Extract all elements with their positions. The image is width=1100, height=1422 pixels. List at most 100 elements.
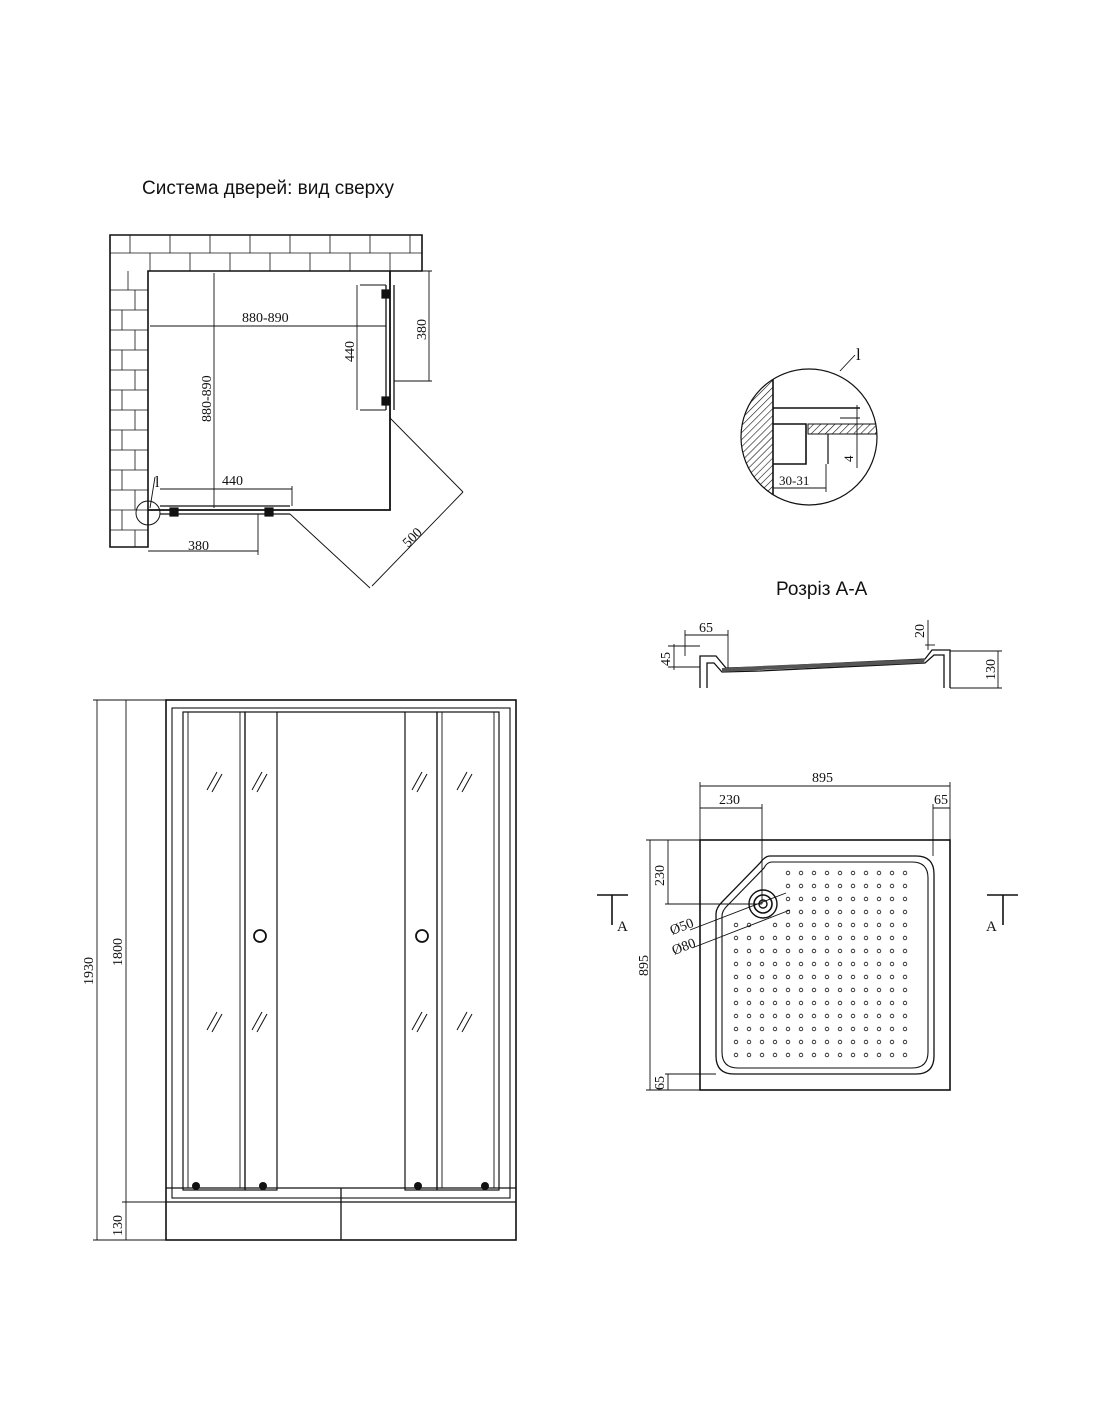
anti-slip-dot — [876, 935, 882, 941]
front-door-height: 1800 — [111, 938, 126, 966]
anti-slip-dot — [798, 1026, 804, 1032]
anti-slip-dot — [733, 1026, 739, 1032]
anti-slip-dot — [785, 870, 791, 876]
anti-slip-dot — [850, 1052, 856, 1058]
tray-corner-y: 230 — [653, 865, 668, 886]
anti-slip-dot — [811, 1026, 817, 1032]
anti-slip-dot — [889, 1039, 895, 1045]
anti-slip-dot — [811, 1013, 817, 1019]
anti-slip-dot — [772, 1052, 778, 1058]
anti-slip-dot — [824, 1039, 830, 1045]
anti-slip-dot — [785, 1039, 791, 1045]
anti-slip-dot — [837, 870, 843, 876]
anti-slip-dot — [759, 935, 765, 941]
anti-slip-dot — [863, 1026, 869, 1032]
anti-slip-dot — [811, 948, 817, 954]
anti-slip-dot — [902, 1013, 908, 1019]
anti-slip-dot — [759, 1052, 765, 1058]
anti-slip-dot — [772, 987, 778, 993]
anti-slip-dot — [759, 974, 765, 980]
dim-diagonal: 500 — [400, 525, 425, 550]
tray-width: 895 — [812, 771, 833, 786]
anti-slip-dot — [759, 1013, 765, 1019]
dim-door-side-440: 440 — [343, 341, 358, 362]
anti-slip-dot — [824, 961, 830, 967]
anti-slip-dot — [863, 883, 869, 889]
anti-slip-dot — [798, 1052, 804, 1058]
anti-slip-dot — [785, 987, 791, 993]
anti-slip-dot — [824, 870, 830, 876]
anti-slip-dot — [785, 1000, 791, 1006]
anti-slip-dots — [733, 870, 908, 1058]
drain-outer-dim: Ø80 — [670, 936, 698, 959]
tray-dimensions — [646, 782, 951, 1091]
anti-slip-dot — [850, 896, 856, 902]
door-roller — [264, 507, 274, 517]
anti-slip-dot — [811, 935, 817, 941]
dim-width: 880-890 — [242, 311, 289, 326]
anti-slip-dot — [889, 961, 895, 967]
tray-rim-right: 65 — [934, 793, 948, 808]
anti-slip-dot — [798, 987, 804, 993]
dimension-lines — [148, 270, 464, 589]
anti-slip-dot — [850, 935, 856, 941]
anti-slip-dot — [746, 1052, 752, 1058]
anti-slip-dot — [746, 1039, 752, 1045]
anti-slip-dot — [863, 922, 869, 928]
tray-bowl-outer — [715, 855, 935, 1075]
anti-slip-dot — [811, 1000, 817, 1006]
anti-slip-dot — [863, 948, 869, 954]
left-fixed-glass — [187, 711, 241, 1189]
anti-slip-dot — [798, 974, 804, 980]
anti-slip-dot — [733, 922, 739, 928]
bottom-rollers — [192, 1182, 489, 1190]
anti-slip-dot — [824, 1000, 830, 1006]
glass-section — [807, 423, 877, 435]
door-handle — [415, 929, 429, 943]
anti-slip-dot — [876, 1013, 882, 1019]
anti-slip-dot — [811, 870, 817, 876]
front-tray-height: 130 — [111, 1215, 126, 1236]
anti-slip-dot — [746, 974, 752, 980]
anti-slip-dot — [863, 1052, 869, 1058]
anti-slip-dot — [759, 961, 765, 967]
anti-slip-dot — [746, 935, 752, 941]
anti-slip-dot — [876, 961, 882, 967]
right-fixed-glass — [441, 711, 495, 1189]
anti-slip-dot — [837, 896, 843, 902]
anti-slip-dot — [850, 883, 856, 889]
anti-slip-dot — [733, 948, 739, 954]
anti-slip-dot — [902, 987, 908, 993]
anti-slip-dot — [824, 1026, 830, 1032]
anti-slip-dot — [902, 1052, 908, 1058]
anti-slip-dot — [798, 922, 804, 928]
anti-slip-dot — [837, 935, 843, 941]
section-dimensions — [668, 620, 1002, 689]
detail-mark: l — [856, 345, 861, 364]
anti-slip-dot — [837, 948, 843, 954]
anti-slip-dot — [876, 1039, 882, 1045]
anti-slip-dot — [785, 909, 791, 915]
brick-pattern — [110, 235, 422, 547]
anti-slip-dot — [837, 974, 843, 980]
anti-slip-dot — [785, 1026, 791, 1032]
anti-slip-dot — [837, 922, 843, 928]
detail-circle — [135, 500, 161, 526]
anti-slip-dot — [824, 909, 830, 915]
anti-slip-dot — [824, 1052, 830, 1058]
anti-slip-dot — [902, 1026, 908, 1032]
anti-slip-dot — [733, 1000, 739, 1006]
anti-slip-dot — [902, 1000, 908, 1006]
anti-slip-dot — [733, 1052, 739, 1058]
anti-slip-dot — [811, 922, 817, 928]
anti-slip-dot — [863, 1039, 869, 1045]
anti-slip-dot — [876, 974, 882, 980]
anti-slip-dot — [850, 961, 856, 967]
anti-slip-dot — [876, 909, 882, 915]
anti-slip-dot — [863, 870, 869, 876]
anti-slip-dot — [902, 1039, 908, 1045]
anti-slip-dot — [733, 961, 739, 967]
anti-slip-dot — [837, 987, 843, 993]
anti-slip-dot — [889, 896, 895, 902]
door-roller — [169, 507, 179, 517]
